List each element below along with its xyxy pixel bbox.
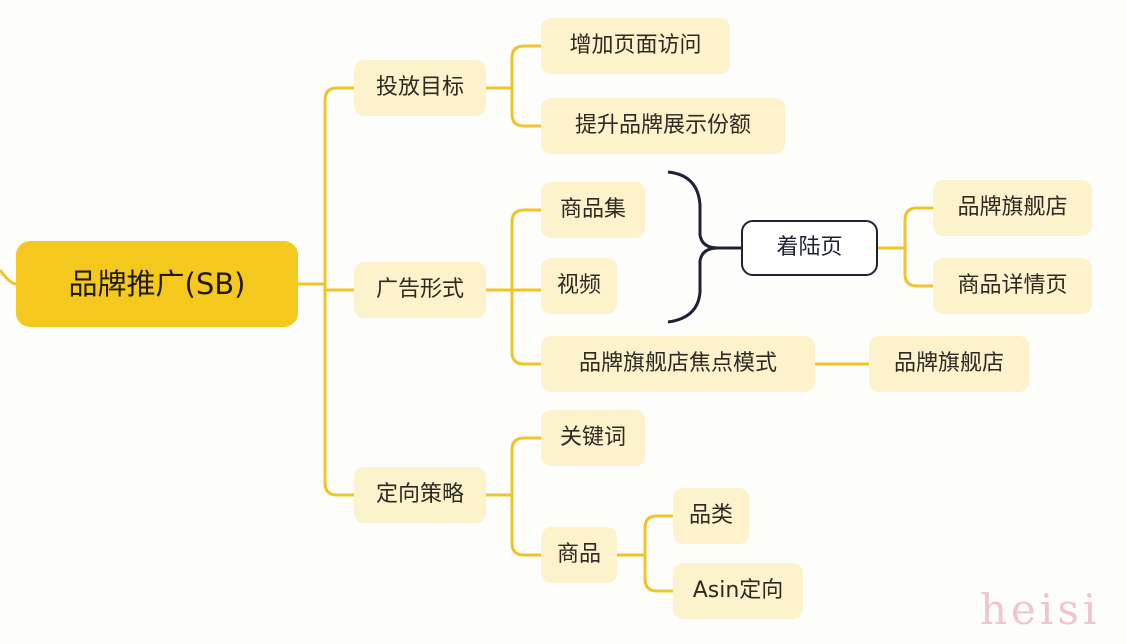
- node-goal-page-visits[interactable]: 增加页面访问: [541, 18, 730, 74]
- node-format[interactable]: 广告形式: [354, 262, 486, 318]
- root-node[interactable]: 品牌推广(SB): [16, 241, 298, 327]
- node-landing-page[interactable]: 着陆页: [741, 220, 878, 276]
- node-spotlight-store[interactable]: 品牌旗舰店: [869, 336, 1029, 392]
- node-format-store-spotlight[interactable]: 品牌旗舰店焦点模式: [541, 336, 815, 392]
- node-targeting-product[interactable]: 商品: [541, 527, 617, 583]
- node-format-video[interactable]: 视频: [541, 258, 617, 314]
- node-targeting-keyword[interactable]: 关键词: [541, 410, 645, 466]
- node-landing-store[interactable]: 品牌旗舰店: [933, 180, 1092, 236]
- node-product-asin[interactable]: Asin定向: [673, 563, 803, 619]
- node-format-collection[interactable]: 商品集: [541, 182, 645, 238]
- node-goal[interactable]: 投放目标: [354, 60, 486, 116]
- node-product-category[interactable]: 品类: [673, 488, 749, 544]
- node-goal-brand-share[interactable]: 提升品牌展示份额: [541, 98, 785, 154]
- brace-icon: [667, 170, 741, 324]
- node-targeting[interactable]: 定向策略: [354, 467, 486, 523]
- node-landing-detail[interactable]: 商品详情页: [933, 258, 1092, 314]
- watermark: heisi: [980, 585, 1101, 634]
